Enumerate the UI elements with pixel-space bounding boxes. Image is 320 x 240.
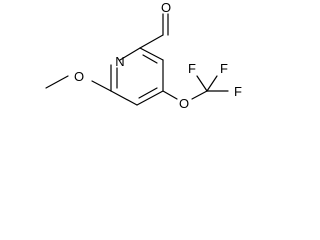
bond-c-f-top-right	[206, 75, 218, 92]
bond-c5-c6	[110, 90, 138, 106]
atom-fluorine-top-right: F	[220, 61, 228, 76]
bond-o-cf3	[191, 90, 208, 100]
bond-c2-cho	[139, 34, 164, 49]
bond-c6-o-methoxy	[91, 80, 112, 92]
atom-aldehyde-oxygen: O	[161, 0, 171, 15]
bond-c3-o-ether	[162, 90, 178, 100]
bond-c2-c3	[139, 47, 164, 61]
bond-n-c2	[119, 47, 141, 61]
atom-fluorine-right: F	[234, 84, 242, 99]
atom-methoxy-oxygen: O	[74, 69, 84, 84]
bond-c-f-top-left	[196, 75, 208, 92]
molecule-structure: N O O O F F F	[45, 0, 242, 111]
bond-c4-c5-inner	[138, 87, 158, 99]
atom-ether-oxygen: O	[179, 96, 189, 111]
bond-c2-c3-inner	[142, 54, 158, 64]
bond-c4-c5	[136, 90, 164, 106]
bond-o-methyl	[45, 75, 69, 89]
atom-ring-nitrogen: N	[115, 54, 124, 69]
atom-fluorine-top-left: F	[188, 61, 196, 76]
